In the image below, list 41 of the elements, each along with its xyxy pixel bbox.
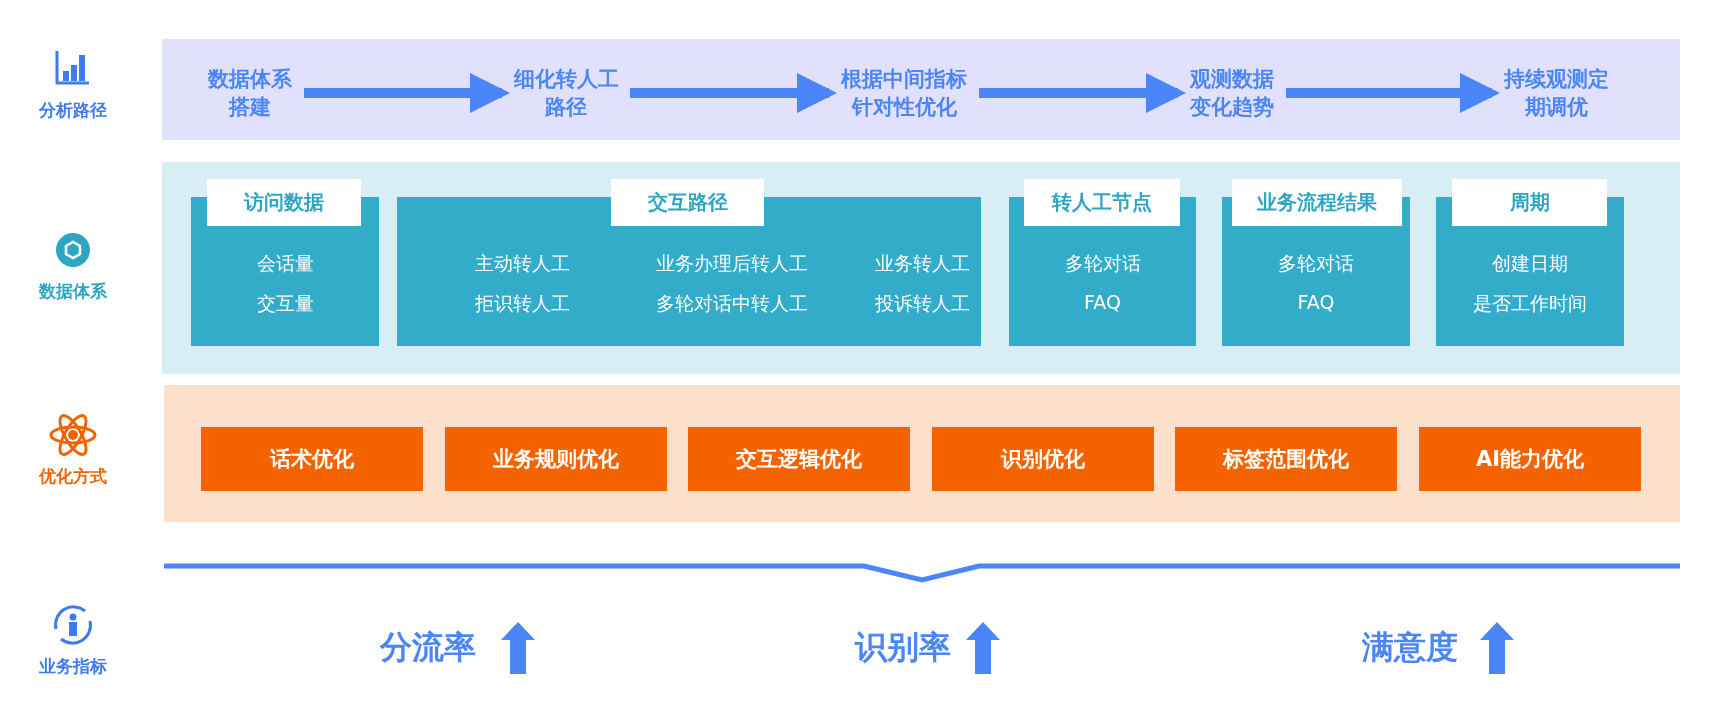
metric-item: 多轮对话 [1064,251,1141,276]
metric-item: 多轮对话中转人工 [656,291,808,316]
method-box: 话术优化 [201,427,423,491]
metric-item: 多轮对话 [1278,251,1354,276]
row-label: 优化方式 [39,465,107,488]
step-label: 数据体系搭建 [206,66,293,121]
method-box: 业务规则优化 [445,427,667,491]
metric-label: 识别率 [855,627,951,668]
metric-item: 业务办理后转人工 [656,251,808,276]
arrow [304,73,510,113]
step-label: 根据中间指标针对性优化 [839,66,968,121]
arrow [979,73,1186,113]
row-label: 业务指标 [39,655,107,678]
metric-item: 主动转人工 [474,251,570,276]
card-title: 转人工节点 [1024,179,1180,226]
method-box: AI能力优化 [1419,427,1641,491]
metric-label: 满意度 [1362,627,1458,668]
row-label: 分析路径 [39,99,107,122]
metric-item: 投诉转人工 [874,291,970,316]
arrow [1286,73,1500,113]
card-title: 周期 [1452,179,1607,226]
step-label: 观测数据变化趋势 [1188,66,1275,121]
metric-item: 业务转人工 [874,251,970,276]
step-label: 细化转人工路径 [512,66,620,121]
arrow [630,73,837,113]
metric-item: 创建日期 [1492,251,1568,276]
step-label: 持续观测定期调优 [1502,66,1610,121]
metric-item: FAQ [1084,291,1121,313]
metric-item: 交互量 [256,291,314,316]
row-label: 数据体系 [39,280,107,303]
metric-item: 是否工作时间 [1473,291,1587,316]
card-title: 业务流程结果 [1232,179,1402,226]
metric-item: 拒识转人工 [474,291,570,316]
metric-item: FAQ [1297,291,1335,313]
method-box: 交互逻辑优化 [688,427,910,491]
card-title: 访问数据 [207,179,361,226]
metric-label: 分流率 [380,627,476,668]
method-box: 标签范围优化 [1175,427,1397,491]
metric-item: 会话量 [256,251,314,276]
method-box: 识别优化 [932,427,1154,491]
card-title: 交互路径 [611,179,764,226]
